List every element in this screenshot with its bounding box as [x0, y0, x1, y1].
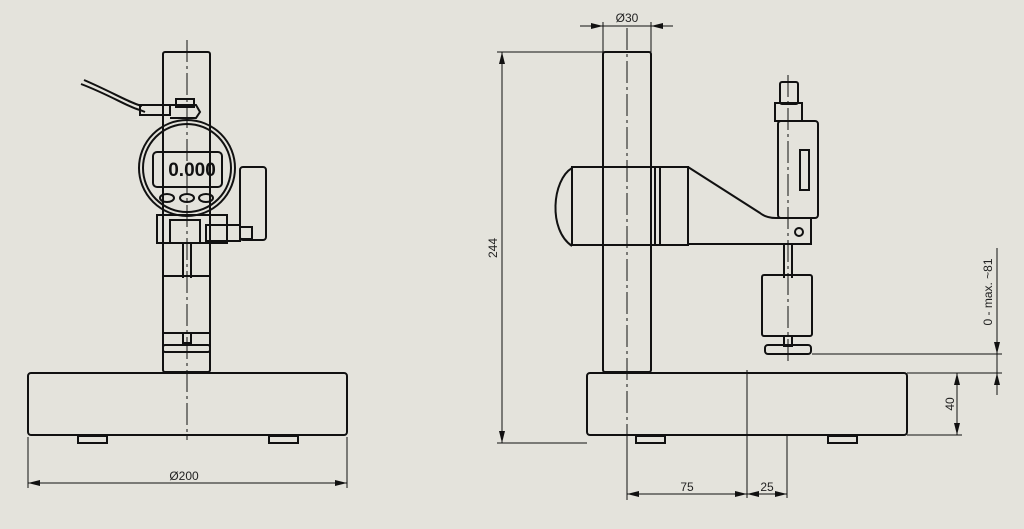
dimension-overall-height: 244	[486, 51, 603, 444]
anvil	[162, 344, 211, 353]
base	[27, 372, 348, 436]
dimension-offsets: 75 25	[626, 370, 788, 498]
svg-text:75: 75	[680, 480, 694, 494]
foot	[268, 435, 299, 444]
svg-text:0 - max. ~81: 0 - max. ~81	[981, 258, 995, 325]
lifting-lever	[80, 79, 202, 119]
front-view: 0.000 Ø200	[27, 40, 348, 488]
svg-text:244: 244	[486, 238, 500, 258]
arm-clamp	[554, 166, 812, 247]
foot	[635, 435, 666, 444]
digital-dial-indicator: 0.000	[138, 119, 267, 278]
dimension-base-diameter: Ø200	[27, 437, 348, 488]
dimension-measuring-range: 0 - max. ~81	[812, 248, 1002, 395]
svg-text:25: 25	[760, 480, 774, 494]
button-1	[159, 193, 175, 203]
button-3	[198, 193, 214, 203]
dimension-column-diameter: Ø30	[580, 11, 673, 52]
foot	[827, 435, 858, 444]
anvil	[764, 344, 812, 355]
side-view: Ø30 244 0 - max. ~81 40	[486, 11, 1002, 500]
dimension-base-height: 40	[907, 373, 962, 436]
svg-text:40: 40	[943, 397, 957, 411]
digital-dial-indicator-side	[774, 75, 819, 365]
foot	[77, 435, 108, 444]
svg-text:Ø30: Ø30	[616, 11, 639, 25]
display-reading: 0.000	[168, 160, 216, 181]
weight	[761, 274, 813, 337]
button-2	[179, 193, 195, 203]
lcd-display	[152, 151, 223, 188]
svg-text:Ø200: Ø200	[169, 469, 199, 483]
